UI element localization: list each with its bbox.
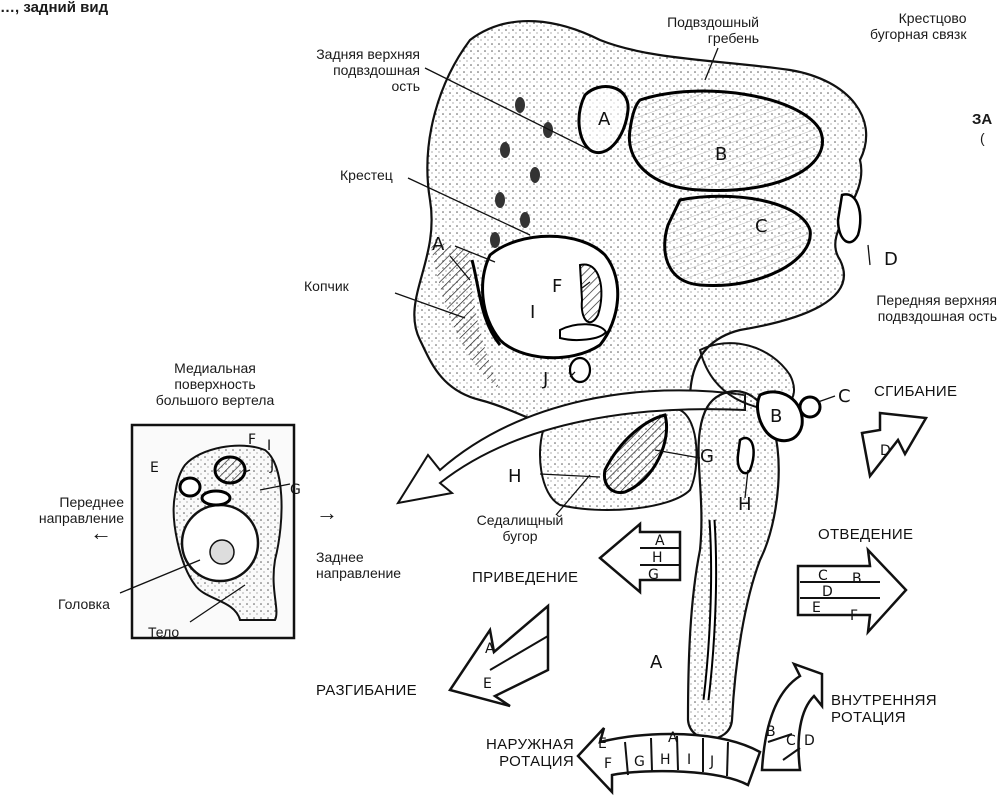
letter-A-femur: A	[650, 652, 663, 673]
label-sacrotuberous-ligament: Крестцово бугорная связк	[870, 10, 966, 42]
label-extension: РАЗГИБАНИЕ	[316, 682, 417, 699]
ext-letter-A: A	[485, 641, 495, 657]
femur-muscle-H	[738, 438, 754, 473]
label-abduction: ОТВЕДЕНИЕ	[818, 526, 913, 543]
ir-letter-C: C	[786, 733, 796, 749]
letter-A-pelvis: A	[598, 109, 611, 130]
label-ischial-tuberosity: Седалищный бугор	[470, 512, 570, 544]
anterior-arrow-icon: ←	[90, 525, 112, 541]
inset-muscle-E	[180, 478, 200, 496]
abd-letter-B: B	[852, 571, 862, 587]
abd-letter-C: C	[818, 568, 828, 584]
letter-B-pelvis: B	[715, 144, 727, 165]
right-heading-fragment: ЗА	[972, 112, 992, 128]
title-fragment: …, задний вид	[0, 0, 108, 16]
label-body: Тело	[148, 624, 179, 640]
extension-arrow	[450, 606, 548, 706]
inset-muscle-G	[202, 491, 230, 505]
add-letter-H: H	[652, 550, 663, 566]
flexion-arrow	[862, 413, 926, 476]
abd-letter-F: F	[850, 608, 858, 624]
er-letter-H: H	[660, 752, 671, 768]
abd-letter-D: D	[822, 584, 833, 600]
letter-I-pelvis: I	[530, 302, 535, 323]
label-external-rotation: НАРУЖНАЯ РОТАЦИЯ	[474, 736, 574, 770]
letter-C-femur: C	[838, 386, 851, 407]
er-letter-A: A	[668, 730, 678, 746]
er-letter-G: G	[634, 754, 645, 770]
abd-letter-E: E	[812, 600, 821, 616]
label-flexion: СГИБАНИЕ	[874, 383, 957, 400]
adduction-arrow	[600, 524, 680, 592]
muscle-J-obturator	[570, 358, 590, 382]
add-letter-A: A	[655, 533, 665, 549]
muscle-I-gemellus	[560, 324, 606, 340]
er-letter-F: F	[604, 756, 612, 772]
label-iliac-crest: Подвздошный гребень	[625, 14, 759, 46]
letter-B-femur: B	[770, 406, 782, 427]
inset-letter-E: E	[150, 460, 159, 476]
inset-letter-J: J	[269, 458, 274, 474]
letter-H-femur: H	[738, 494, 752, 515]
letter-A-sacral: A	[432, 234, 445, 255]
muscle-F-piriformis	[580, 264, 601, 322]
label-sacrum: Крестец	[340, 167, 393, 183]
letter-F-pelvis: F	[552, 276, 562, 297]
inset-letter-G: G	[290, 482, 301, 498]
label-asis: Передняя верхняя подвздошная ость	[832, 292, 997, 324]
letter-G-pelvis: G	[700, 446, 714, 467]
muscle-D-tfl	[838, 194, 860, 242]
er-letter-J: J	[709, 754, 714, 770]
ext-letter-E: E	[483, 676, 492, 692]
letter-H-pelvis: H	[508, 466, 522, 487]
inset-letter-I: I	[267, 438, 271, 454]
ir-letter-B: B	[766, 724, 776, 740]
letter-D-pelvis: D	[884, 249, 898, 270]
add-letter-G: G	[648, 567, 659, 583]
ir-letter-D: D	[804, 733, 815, 749]
er-letter-E: E	[598, 736, 607, 752]
right-heading-fragment-2: (	[980, 130, 985, 146]
label-posterior-direction: Заднее направление	[316, 549, 401, 581]
label-coccyx: Копчик	[304, 278, 349, 294]
label-inset-title: Медиальная поверхность большого вертела	[130, 360, 300, 408]
inset-muscle-F-I-J	[215, 457, 245, 483]
letter-C-pelvis: C	[755, 216, 768, 237]
flex-letter-D: D	[880, 443, 891, 459]
inset-letter-F: F	[248, 432, 256, 448]
posterior-arrow-icon: →	[316, 505, 338, 521]
label-psis: Задняя верхняя подвздошная ость	[270, 46, 420, 94]
femur-bone	[688, 391, 779, 739]
femur-muscle-C	[800, 397, 820, 417]
label-head: Головка	[58, 596, 110, 612]
label-adduction: ПРИВЕДЕНИЕ	[472, 569, 578, 586]
er-letter-I: I	[687, 752, 691, 768]
letter-J-pelvis: J	[542, 369, 548, 390]
label-internal-rotation: ВНУТРЕННЯЯ РОТАЦИЯ	[831, 692, 937, 726]
